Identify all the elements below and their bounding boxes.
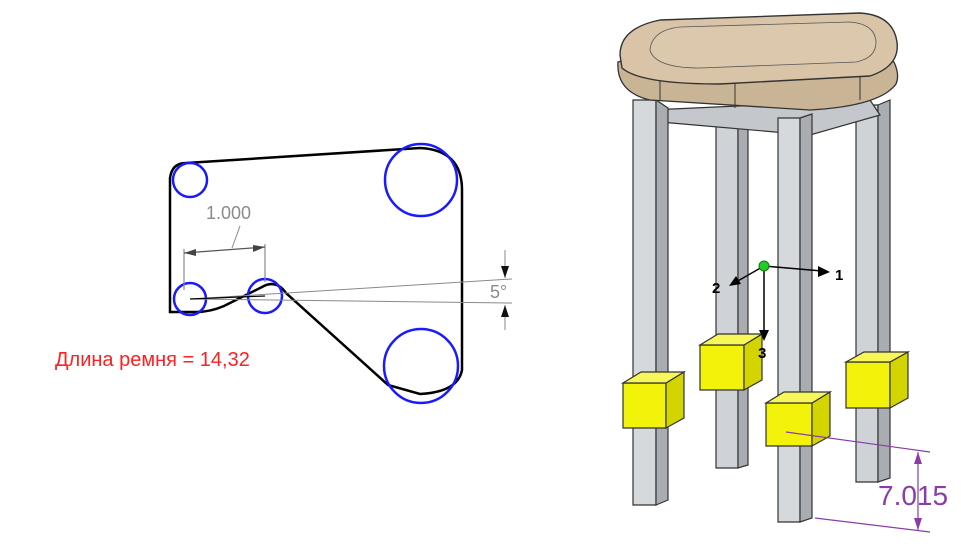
foot-front-right <box>763 390 833 448</box>
pulley-top-right <box>383 142 459 218</box>
center-line <box>189 295 266 300</box>
axis-label-1: 1 <box>835 267 843 284</box>
belt-length-label: Длина ремня = 14,32 <box>55 349 250 371</box>
axis-origin-icon[interactable] <box>758 260 770 272</box>
axis-label-3: 3 <box>758 345 766 362</box>
leg-back-right <box>855 99 891 483</box>
reference-line-angled <box>189 278 513 300</box>
coordinate-triad: 1 2 3 <box>712 260 843 362</box>
angle-dimension: 5° <box>490 250 509 330</box>
foot-back-left <box>697 332 765 392</box>
leg-front-left <box>632 98 669 506</box>
leg-back-left <box>715 121 749 469</box>
height-dimension: 7.015 <box>785 431 948 533</box>
stool-model: 1 2 3 7.015 <box>617 12 948 533</box>
foot-front-left <box>620 370 687 430</box>
foot-back-right <box>843 350 911 410</box>
dimension-value[interactable]: 1.000 <box>206 203 251 223</box>
seat <box>617 12 899 111</box>
belt-sketch: 1.000 5° Длина ремня = 14,32 <box>55 142 513 405</box>
pulley-bottom-right <box>382 327 460 405</box>
axis-label-2: 2 <box>712 280 720 297</box>
angle-value[interactable]: 5° <box>490 282 507 302</box>
reference-line-horizontal <box>189 298 513 304</box>
linear-dimension: 1.000 <box>183 203 266 290</box>
leg-front-right <box>777 113 813 523</box>
height-dimension-value[interactable]: 7.015 <box>878 480 948 511</box>
pulley-top-left <box>171 161 209 199</box>
